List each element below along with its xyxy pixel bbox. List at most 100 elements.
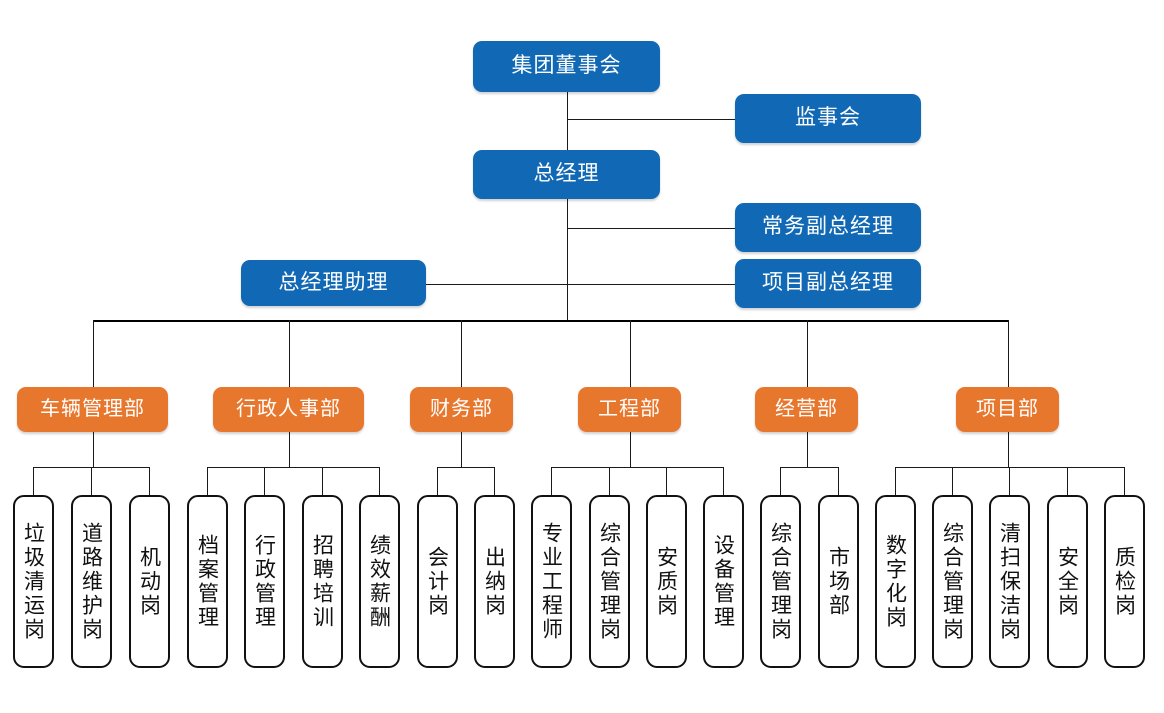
connector-line <box>1067 467 1068 495</box>
connector-line <box>437 467 494 468</box>
position-label: 出纳岗 <box>482 545 506 618</box>
position-label: 招聘培训 <box>310 533 334 630</box>
connector-line <box>93 432 94 467</box>
board-of-directors-box[interactable]: 集团董事会 <box>473 41 660 92</box>
connector-line <box>379 467 380 495</box>
department-box-2-label: 财务部 <box>430 398 493 420</box>
connector-line <box>807 432 808 467</box>
connector-line <box>630 320 631 387</box>
connector-line <box>1009 467 1010 495</box>
connector-line <box>551 467 552 495</box>
department-box-3[interactable]: 工程部 <box>578 387 681 432</box>
connector-line <box>566 227 735 229</box>
connector-line <box>723 467 724 495</box>
connector-line <box>289 320 290 387</box>
connector-line <box>33 467 34 495</box>
board-of-directors-box-label: 集团董事会 <box>511 54 622 78</box>
connector-line <box>630 432 631 467</box>
connector-line <box>807 320 808 387</box>
connector-line <box>494 467 495 495</box>
connector-line <box>289 432 290 467</box>
connector-line <box>461 320 462 387</box>
connector-line <box>566 92 568 150</box>
position-box[interactable]: 安质岗 <box>645 495 687 668</box>
position-label: 绩效薪酬 <box>367 533 391 630</box>
connector-line <box>437 467 438 495</box>
position-box[interactable]: 市场部 <box>817 495 859 668</box>
connector-line <box>461 432 462 467</box>
position-label: 清扫保洁岗 <box>997 521 1021 642</box>
position-box[interactable]: 道路维护岗 <box>70 495 112 668</box>
connector-line <box>264 467 265 495</box>
position-label: 数字化岗 <box>883 533 907 630</box>
connector-line <box>93 320 1008 322</box>
position-label: 市场部 <box>826 545 850 618</box>
position-label: 综合管理岗 <box>597 521 621 642</box>
position-label: 会计岗 <box>425 545 449 618</box>
department-box-2[interactable]: 财务部 <box>410 387 513 432</box>
connector-line <box>566 118 735 120</box>
position-box[interactable]: 垃圾清运岗 <box>12 495 54 668</box>
executive-vice-gm-box[interactable]: 常务副总经理 <box>735 203 921 252</box>
connector-line <box>426 283 735 285</box>
connector-line <box>609 467 610 495</box>
connector-line <box>566 199 568 320</box>
position-box[interactable]: 数字化岗 <box>874 495 916 668</box>
connector-line <box>666 467 667 495</box>
position-box[interactable]: 机动岗 <box>128 495 170 668</box>
position-label: 综合管理岗 <box>768 521 792 642</box>
position-label: 垃圾清运岗 <box>21 521 45 642</box>
department-box-4[interactable]: 经营部 <box>755 387 858 432</box>
department-box-1-label: 行政人事部 <box>236 398 341 420</box>
position-box[interactable]: 质检岗 <box>1103 495 1145 668</box>
connector-line <box>91 467 92 495</box>
connector-line <box>551 467 723 468</box>
department-box-4-label: 经营部 <box>775 398 838 420</box>
connector-line <box>149 467 150 495</box>
general-manager-box-label: 总经理 <box>533 162 600 186</box>
position-label: 质检岗 <box>1112 545 1136 618</box>
department-box-5-label: 项目部 <box>976 398 1039 420</box>
connector-line <box>895 467 896 495</box>
department-box-3-label: 工程部 <box>598 398 661 420</box>
connector-line <box>1124 467 1125 495</box>
supervisory-board-box[interactable]: 监事会 <box>735 94 921 143</box>
connector-line <box>952 467 953 495</box>
position-box[interactable]: 安全岗 <box>1046 495 1088 668</box>
connector-line <box>207 467 379 468</box>
connector-line <box>1008 320 1009 387</box>
position-box[interactable]: 清扫保洁岗 <box>988 495 1030 668</box>
connector-line <box>1008 432 1009 467</box>
executive-vice-gm-box-label: 常务副总经理 <box>762 215 894 239</box>
general-manager-box[interactable]: 总经理 <box>473 150 660 199</box>
position-label: 安全岗 <box>1055 545 1079 618</box>
supervisory-board-box-label: 监事会 <box>795 106 861 130</box>
position-box[interactable]: 综合管理岗 <box>759 495 801 668</box>
position-label: 综合管理岗 <box>940 521 964 642</box>
position-label: 机动岗 <box>137 545 161 618</box>
department-box-1[interactable]: 行政人事部 <box>213 387 364 432</box>
position-label: 档案管理 <box>195 533 219 630</box>
position-box[interactable]: 绩效薪酬 <box>358 495 400 668</box>
position-box[interactable]: 设备管理 <box>702 495 744 668</box>
position-box[interactable]: 招聘培训 <box>301 495 343 668</box>
position-box[interactable]: 专业工程师 <box>530 495 572 668</box>
department-box-0-label: 车辆管理部 <box>40 398 145 420</box>
department-box-5[interactable]: 项目部 <box>956 387 1059 432</box>
project-vice-gm-box[interactable]: 项目副总经理 <box>735 259 921 308</box>
position-box[interactable]: 档案管理 <box>186 495 228 668</box>
project-vice-gm-box-label: 项目副总经理 <box>762 271 894 295</box>
position-label: 道路维护岗 <box>79 521 103 642</box>
connector-line <box>780 467 781 495</box>
position-box[interactable]: 会计岗 <box>416 495 458 668</box>
department-box-0[interactable]: 车辆管理部 <box>17 387 168 432</box>
gm-assistant-box-label: 总经理助理 <box>278 270 389 294</box>
position-label: 安质岗 <box>654 545 678 618</box>
connector-line <box>322 467 323 495</box>
position-label: 设备管理 <box>711 533 735 630</box>
position-box[interactable]: 综合管理岗 <box>931 495 973 668</box>
position-box[interactable]: 行政管理 <box>243 495 285 668</box>
position-box[interactable]: 综合管理岗 <box>588 495 630 668</box>
position-box[interactable]: 出纳岗 <box>473 495 515 668</box>
gm-assistant-box[interactable]: 总经理助理 <box>241 260 426 306</box>
